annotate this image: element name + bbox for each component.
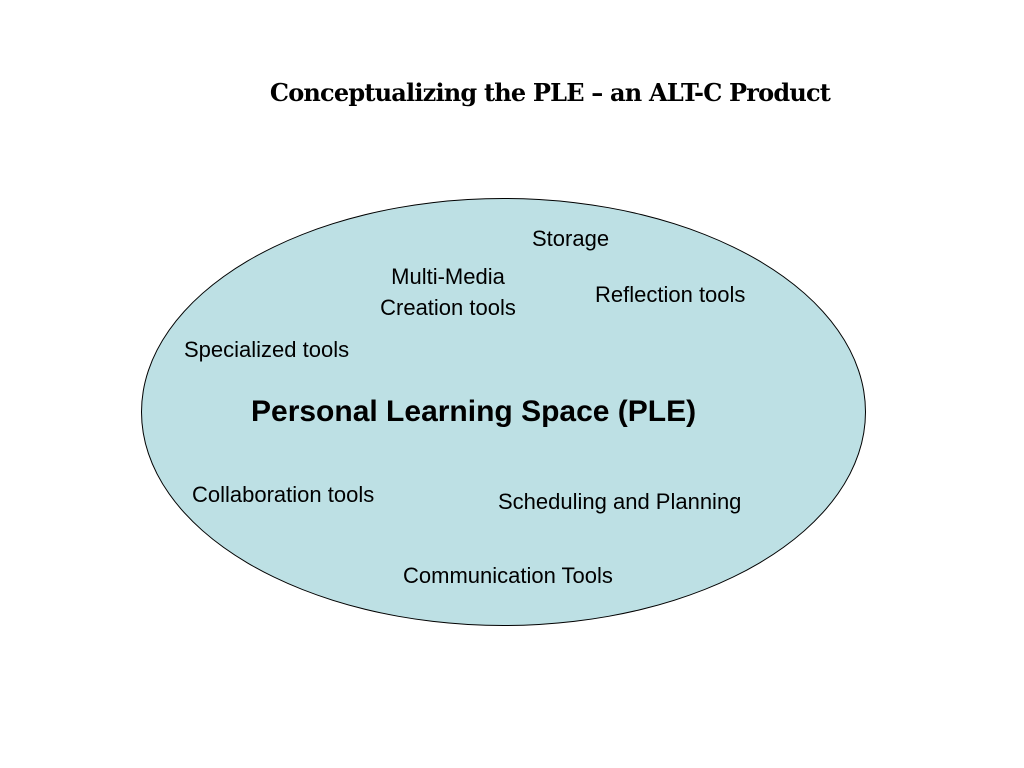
collaboration-tools-label: Collaboration tools [192, 482, 375, 507]
multimedia-line-1: Multi-Media [391, 264, 505, 289]
slide-title: Conceptualizing the PLE – an ALT-C Produ… [269, 78, 831, 107]
multimedia-line-2: Creation tools [380, 295, 516, 320]
storage-label: Storage [532, 226, 610, 251]
multimedia-creation-label: Multi-Media Creation tools [368, 261, 528, 323]
scheduling-planning-label: Scheduling and Planning [498, 489, 742, 514]
ple-ellipse [141, 198, 866, 626]
reflection-tools-label: Reflection tools [595, 282, 746, 307]
ple-center-label: Personal Learning Space (PLE) [251, 395, 697, 428]
specialized-tools-label: Specialized tools [184, 337, 350, 362]
communication-tools-label: Communication Tools [403, 563, 613, 588]
